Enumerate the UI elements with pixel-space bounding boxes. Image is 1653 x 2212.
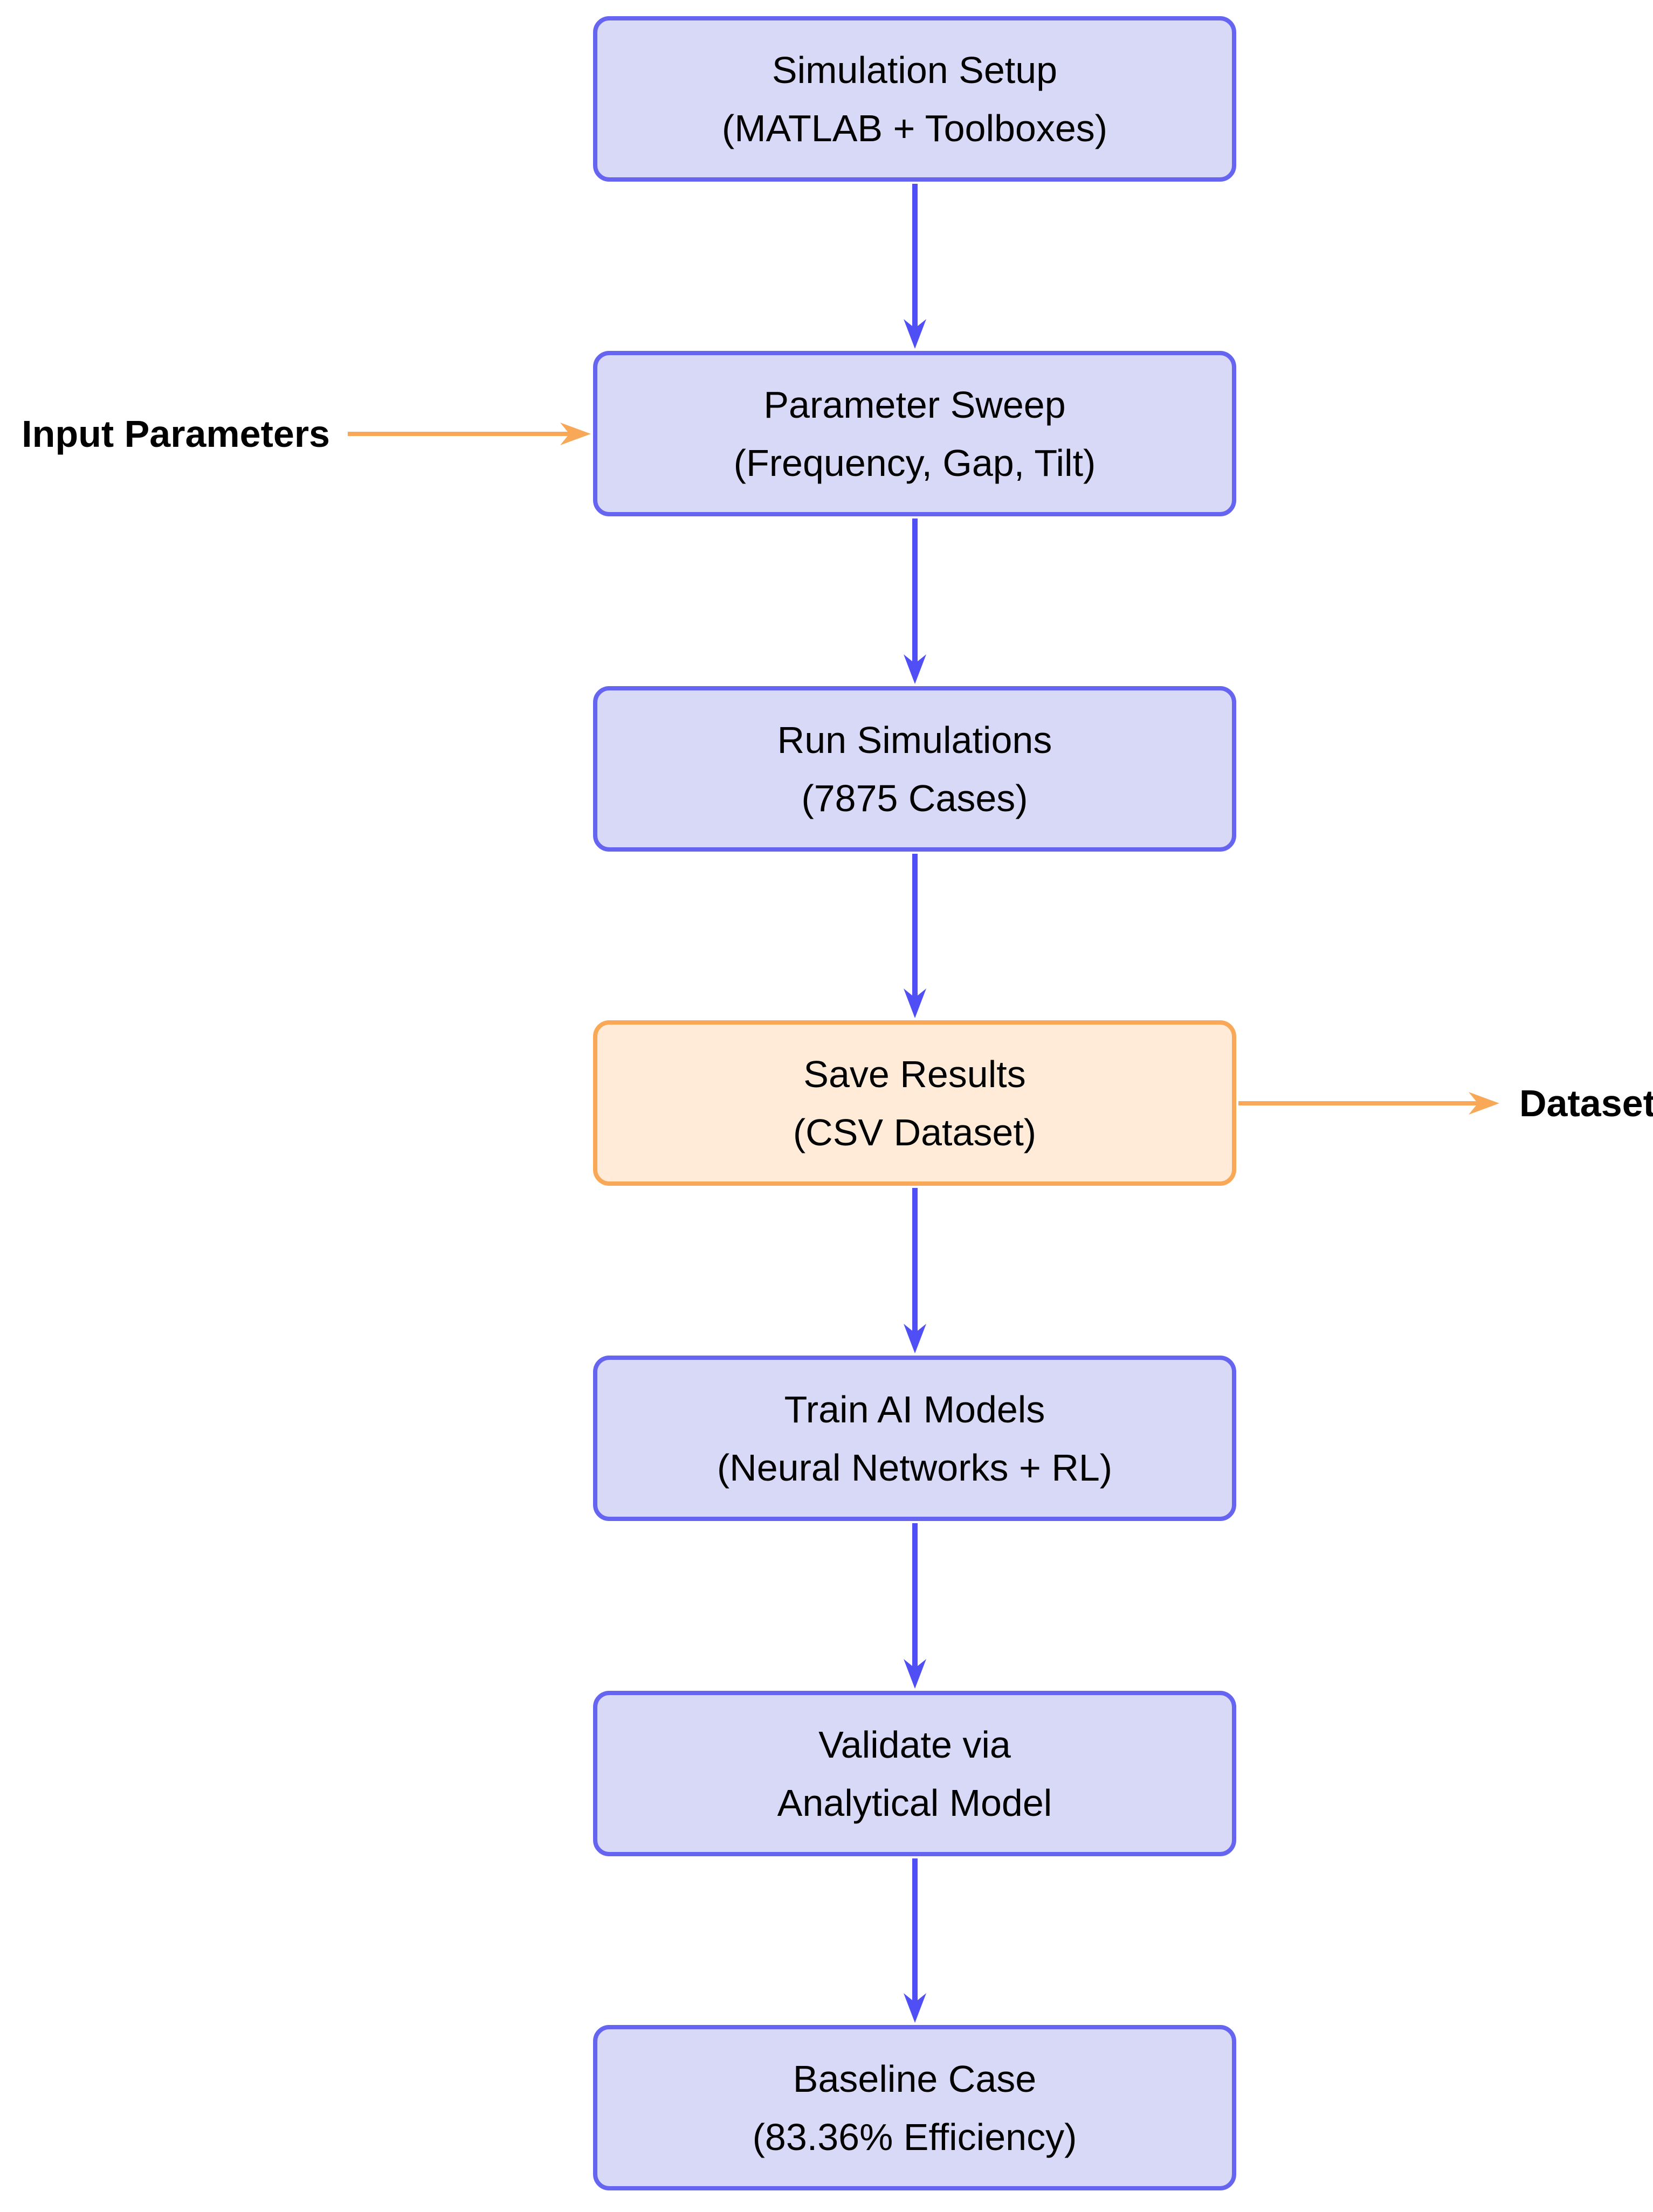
node-validate: Validate via Analytical Model — [593, 1691, 1236, 1856]
node-line1: Baseline Case — [793, 2057, 1037, 2100]
node-line2: Analytical Model — [777, 1781, 1052, 1824]
arrowhead-down-icon — [904, 1993, 926, 2023]
node-line1: Run Simulations — [777, 718, 1052, 761]
node-line2: (Neural Networks + RL) — [717, 1446, 1113, 1489]
node-line1: Parameter Sweep — [763, 383, 1066, 426]
label-dataset: Dataset — [1519, 1082, 1653, 1124]
arrow-train-to-validate — [904, 1523, 926, 1689]
arrowhead-down-icon — [904, 1659, 926, 1689]
arrow-dataset — [1238, 1092, 1499, 1115]
node-simulation-setup: Simulation Setup (MATLAB + Toolboxes) — [593, 16, 1236, 182]
node-line2: (7875 Cases) — [801, 777, 1028, 819]
node-baseline-case: Baseline Case (83.36% Efficiency) — [593, 2025, 1236, 2190]
arrowhead-down-icon — [904, 319, 926, 349]
node-line2: (Frequency, Gap, Tilt) — [733, 441, 1096, 484]
node-line1: Train AI Models — [784, 1388, 1045, 1430]
node-line1: Save Results — [803, 1053, 1026, 1095]
node-line2: (83.36% Efficiency) — [752, 2116, 1077, 2158]
arrowhead-down-icon — [904, 989, 926, 1018]
arrowhead-right-icon — [1469, 1092, 1499, 1115]
arrow-run-to-save — [904, 854, 926, 1018]
arrowhead-down-icon — [904, 654, 926, 684]
arrowhead-right-icon — [560, 423, 591, 445]
node-parameter-sweep: Parameter Sweep (Frequency, Gap, Tilt) — [593, 351, 1236, 516]
arrow-save-to-train — [904, 1188, 926, 1353]
arrow-input-parameters — [348, 423, 591, 445]
node-run-simulations: Run Simulations (7875 Cases) — [593, 686, 1236, 852]
node-line2: (CSV Dataset) — [793, 1111, 1037, 1153]
node-line1: Validate via — [818, 1723, 1011, 1766]
arrowhead-down-icon — [904, 1324, 926, 1353]
label-input-parameters: Input Parameters — [22, 413, 330, 455]
node-line2: (MATLAB + Toolboxes) — [721, 107, 1108, 149]
node-train-ai-models: Train AI Models (Neural Networks + RL) — [593, 1356, 1236, 1521]
node-line1: Simulation Setup — [772, 49, 1058, 91]
arrow-validate-to-baseline — [904, 1858, 926, 2023]
node-save-results: Save Results (CSV Dataset) — [593, 1020, 1236, 1186]
arrow-setup-to-sweep — [904, 184, 926, 349]
arrow-sweep-to-run — [904, 519, 926, 684]
